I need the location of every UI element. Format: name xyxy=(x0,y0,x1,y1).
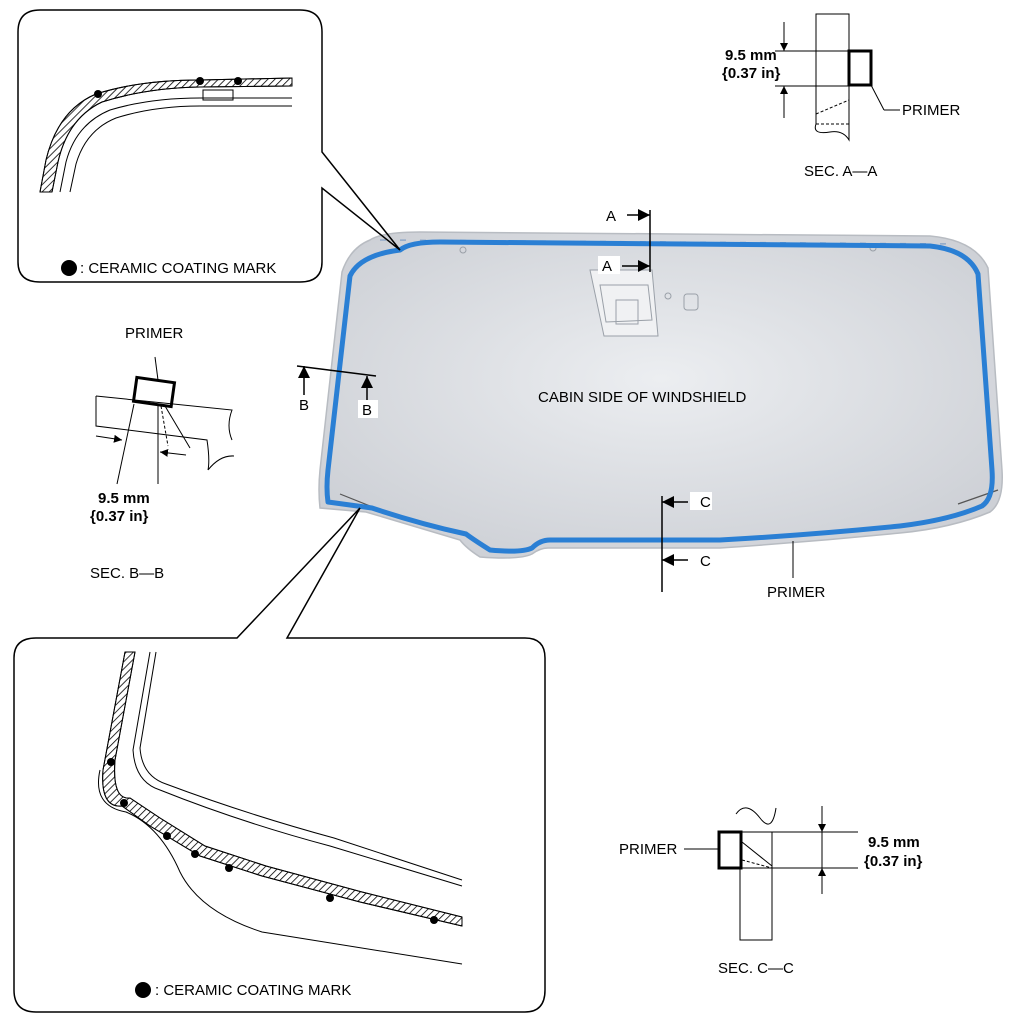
section-c-marker-top: C xyxy=(700,494,711,511)
ceramic-mark xyxy=(94,90,102,98)
windshield-glass xyxy=(318,231,1003,559)
section-b-marker-right: B xyxy=(362,402,372,419)
sec-c-dim-in: {0.37 in} xyxy=(864,853,923,870)
section-a-a: 9.5 mm {0.37 in} PRIMER SEC. A—A xyxy=(722,13,961,180)
section-c-cut: C C xyxy=(661,492,712,592)
sec-a-primer-label: PRIMER xyxy=(902,102,961,119)
section-b-marker-left: B xyxy=(299,397,309,414)
ceramic-mark xyxy=(120,799,128,807)
sec-a-dim-in: {0.37 in} xyxy=(722,65,781,82)
ceramic-mark xyxy=(326,894,334,902)
clip-left xyxy=(459,246,467,254)
primer-label-bottom: PRIMER xyxy=(767,584,826,601)
ceramic-mark xyxy=(430,916,438,924)
sec-b-dim-in: {0.37 in} xyxy=(90,508,149,525)
ceramic-mark xyxy=(196,77,204,85)
sec-c-primer-label: PRIMER xyxy=(619,841,678,858)
windshield xyxy=(318,231,1003,559)
sec-c-dim-mm: 9.5 mm xyxy=(868,834,920,851)
ceramic-mark xyxy=(107,758,115,766)
primer-line xyxy=(324,239,995,554)
sec-c-title: SEC. C—C xyxy=(718,960,794,977)
section-c-marker-bottom: C xyxy=(700,553,711,570)
section-a-marker-top: A xyxy=(606,208,616,225)
primer-callout-bottom: PRIMER xyxy=(767,541,826,601)
sec-a-title: SEC. A—A xyxy=(804,163,877,180)
section-c-c: PRIMER 9.5 mm {0.37 in} SEC. C—C xyxy=(619,806,923,977)
section-a-marker-bottom: A xyxy=(602,258,612,275)
detail-top: : CERAMIC COATING MARK xyxy=(17,9,401,283)
section-a-cut: A A xyxy=(598,208,651,275)
sec-b-title: SEC. B—B xyxy=(90,565,164,582)
legend-dot-icon xyxy=(61,260,77,276)
legend-text-bottom: : CERAMIC COATING MARK xyxy=(155,982,351,999)
ceramic-mark xyxy=(163,832,171,840)
detail-bottom: : CERAMIC COATING MARK xyxy=(13,507,546,1013)
sec-b-primer-label: PRIMER xyxy=(125,325,184,342)
mirror-mount xyxy=(589,269,699,337)
legend-text-top: : CERAMIC COATING MARK xyxy=(80,260,276,277)
section-b-b: PRIMER 9.5 mm {0.37 in} SEC. B—B xyxy=(90,325,235,582)
ceramic-mark xyxy=(225,864,233,872)
section-b-cut: B B xyxy=(296,365,378,419)
sec-b-dim-mm: 9.5 mm xyxy=(98,490,150,507)
ceramic-mark xyxy=(191,850,199,858)
sec-a-dim-mm: 9.5 mm xyxy=(725,47,777,64)
ceramic-mark xyxy=(234,77,242,85)
windshield-label: CABIN SIDE OF WINDSHIELD xyxy=(538,389,747,406)
legend-dot-icon xyxy=(135,982,151,998)
